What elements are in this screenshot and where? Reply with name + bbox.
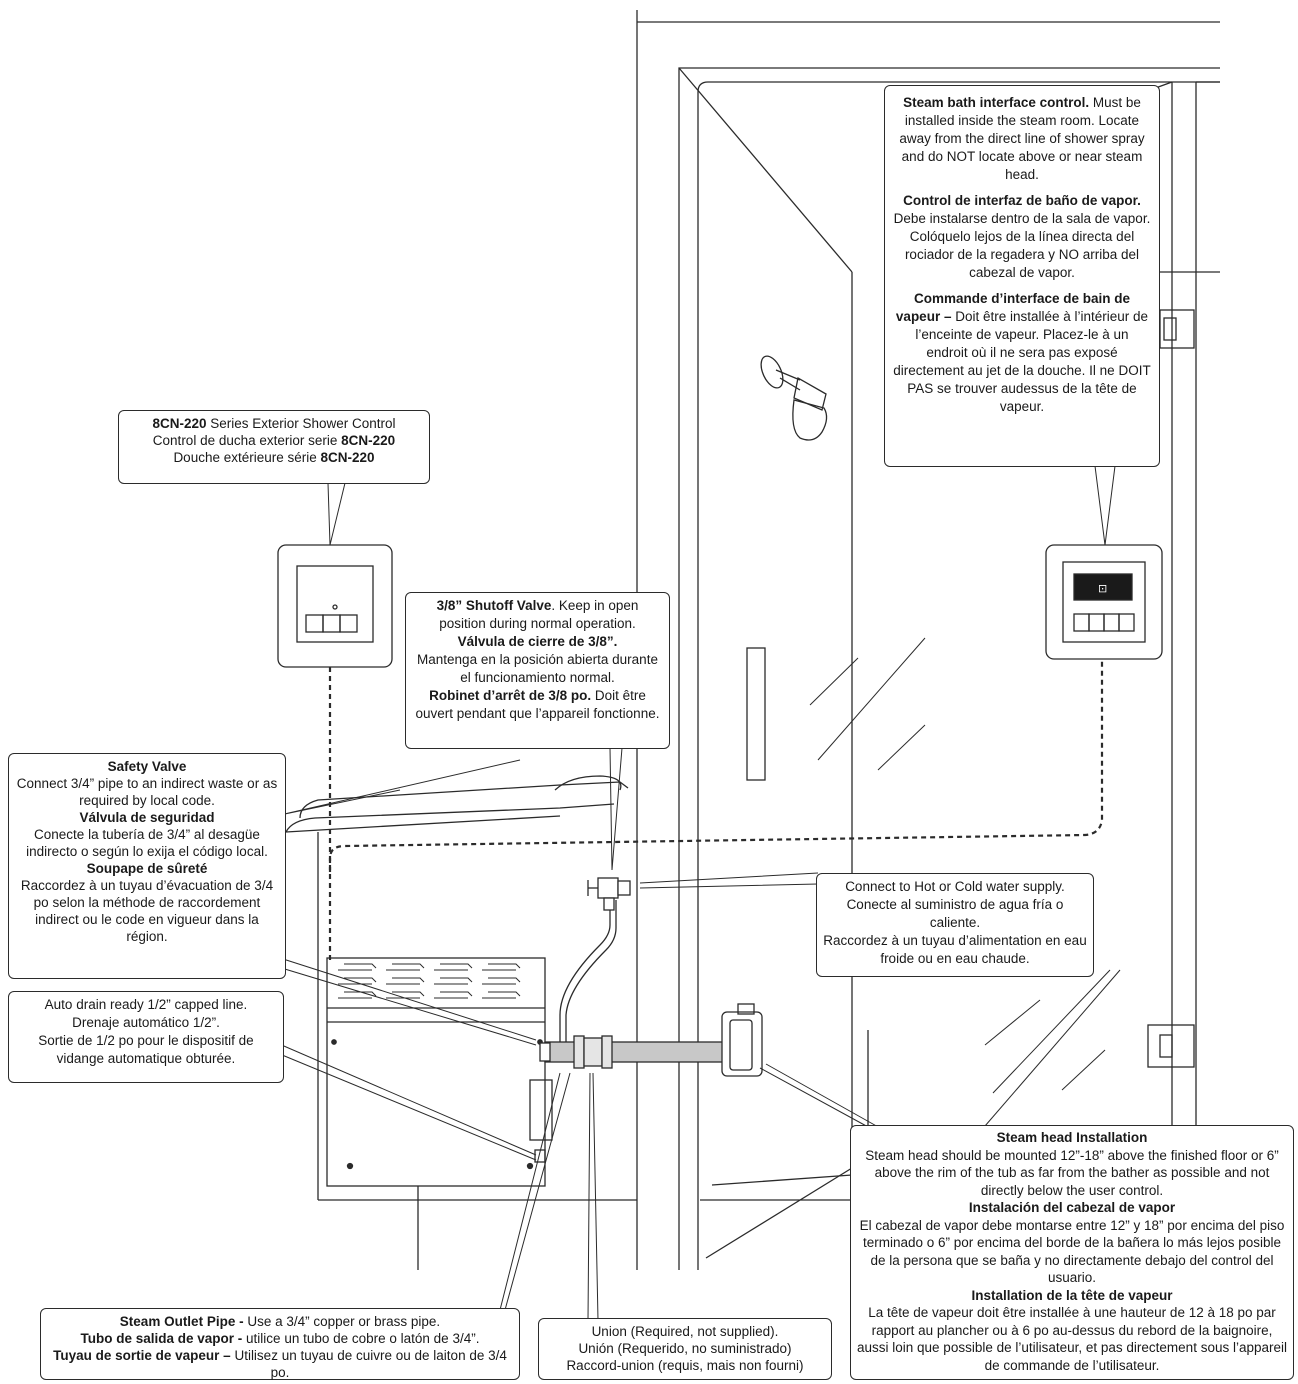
shutoff-valve-fr: Robinet d’arrêt de 3/8 po. Doit être ouv… (415, 688, 660, 721)
union-callout: Union (Required, not supplied). Unión (R… (538, 1318, 832, 1380)
union-es: Unión (Requerido, no suministrado) (578, 1341, 792, 1356)
union-en: Union (Required, not supplied). (591, 1324, 779, 1339)
shutoff-valve-callout: 3/8” Shutoff Valve. Keep in open positio… (405, 592, 670, 749)
steam-head-en-title: Steam head Installation (996, 1130, 1148, 1145)
water-supply-line (559, 900, 617, 1042)
steam-outlet-pipe (539, 1035, 726, 1069)
safety-valve-fr-text: Raccordez à un tuyau d’évacuation de 3/4… (20, 878, 274, 944)
safety-valve-callout: Safety Valve Connect 3/4” pipe to an ind… (8, 753, 286, 979)
shower-head-icon (760, 355, 828, 441)
steam-head-es-title: Instalación del cabezal de vapor (968, 1200, 1176, 1215)
auto-drain-en: Auto drain ready 1/2” capped line. (44, 997, 248, 1012)
union-fr: Raccord-union (requis, mais non fourni) (566, 1358, 804, 1373)
exterior-control-es: Control de ducha exterior serie 8CN-220 (152, 433, 396, 448)
svg-text:⊡: ⊡ (1098, 582, 1107, 595)
steam-head-callout: Steam head Installation Steam head shoul… (850, 1125, 1294, 1380)
interface-control-es: Control de interfaz de baño de vapor. De… (893, 193, 1151, 280)
bath-tub (285, 775, 637, 1201)
control-wiring (328, 659, 1104, 963)
shutoff-valve-es-text: Mantenga en la posición abierta durante … (417, 652, 658, 685)
shutoff-valve-en: 3/8” Shutoff Valve. Keep in open positio… (436, 598, 639, 631)
interface-control-en: Steam bath interface control. Must be in… (899, 95, 1145, 182)
glass-reflection (809, 637, 1111, 1094)
exterior-shower-control-icon (277, 544, 393, 668)
safety-valve-en-text: Connect 3/4” pipe to an indirect waste o… (16, 776, 278, 808)
door-handle (746, 647, 766, 781)
interface-control-fr: Commande d’interface de bain de vapeur –… (893, 291, 1151, 414)
shutoff-valve-icon (587, 877, 631, 911)
safety-valve-en-title: Safety Valve (107, 759, 187, 774)
safety-valve-es-text: Conecte la tubería de 3/4” al desagüe in… (26, 827, 268, 859)
steam-head-es-text: El cabezal de vapor debe montarse entre … (859, 1217, 1285, 1286)
door-hinge-icon (1147, 1024, 1195, 1068)
interface-control-callout: Steam bath interface control. Must be in… (884, 85, 1160, 467)
steam-head-icon (721, 1003, 763, 1077)
exterior-control-en: 8CN-220 Series Exterior Shower Control (152, 416, 396, 431)
leader-lines (254, 465, 1121, 1321)
steam-head-en-text: Steam head should be mounted 12”-18” abo… (865, 1147, 1279, 1198)
auto-drain-es: Drenaje automático 1/2”. (72, 1015, 220, 1030)
steam-head-fr-text: La tête de vapeur doit être installée à … (857, 1305, 1287, 1373)
water-supply-es: Conecte al suministro de agua fría o cal… (846, 897, 1064, 930)
auto-drain-callout: Auto drain ready 1/2” capped line. Drena… (8, 991, 284, 1083)
exterior-control-callout: 8CN-220 Series Exterior Shower Control C… (118, 410, 430, 484)
outlet-pipe-es: Tubo de salida de vapor - utilice un tub… (80, 1331, 480, 1346)
outlet-pipe-fr: Tuyau de sortie de vapeur – Utilisez un … (53, 1348, 507, 1380)
generator-vent (338, 963, 521, 999)
water-supply-en: Connect to Hot or Cold water supply. (845, 879, 1065, 894)
safety-valve-es-title: Válvula de seguridad (79, 810, 215, 825)
outlet-pipe-callout: Steam Outlet Pipe - Use a 3/4” copper or… (40, 1308, 520, 1380)
auto-drain-fr: Sortie de 1/2 po pour le dispositif de v… (38, 1033, 254, 1066)
water-supply-fr: Raccordez à un tuyau d’alimentation en e… (823, 933, 1087, 966)
steam-head-fr-title: Installation de la tête de vapeur (971, 1287, 1173, 1303)
outlet-pipe-en: Steam Outlet Pipe - Use a 3/4” copper or… (119, 1314, 441, 1329)
shutoff-valve-es-title: Válvula de cierre de 3/8”. (457, 634, 618, 649)
steam-interface-control-icon: ⊡ (1045, 544, 1163, 660)
safety-valve-fr-title: Soupape de sûreté (86, 861, 208, 876)
water-supply-callout: Connect to Hot or Cold water supply. Con… (816, 873, 1094, 977)
door-hinge-icon (1159, 309, 1195, 349)
exterior-control-fr: Douche extérieure série 8CN-220 (173, 450, 375, 465)
